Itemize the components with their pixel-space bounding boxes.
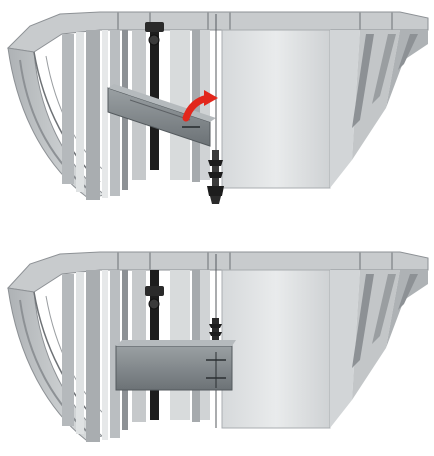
profile-top-edge: [6, 251, 429, 293]
screw-icon: [207, 150, 224, 204]
bracket-installed: [115, 340, 236, 391]
profile-main-panel: [221, 29, 428, 189]
profile-main-panel: [221, 269, 428, 429]
step-2-illustration: [6, 251, 429, 442]
rotate-arrow-icon: [182, 90, 218, 122]
screw-icon: [209, 318, 222, 342]
step-1-illustration: [6, 11, 429, 204]
profile-top-edge: [6, 11, 429, 53]
